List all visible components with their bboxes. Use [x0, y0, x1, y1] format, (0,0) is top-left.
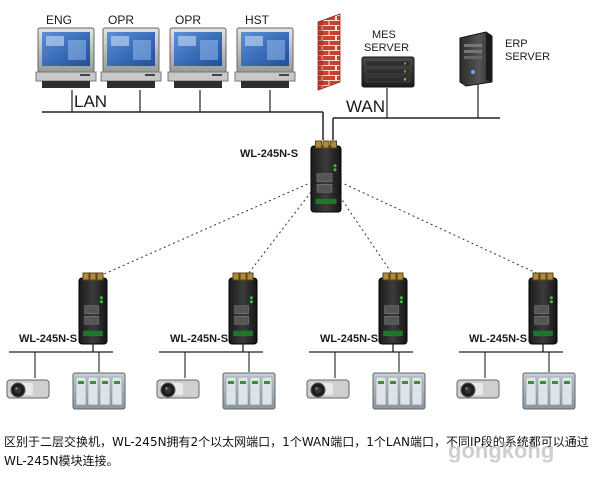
- remote-node-group: [6, 272, 576, 410]
- ip-camera-icon: [6, 379, 50, 399]
- computer-icon: [35, 27, 97, 88]
- din-rail-router-icon: [378, 272, 408, 345]
- remote-node-label-3: WL-245N-S: [320, 333, 379, 345]
- field-bus: [159, 344, 263, 378]
- field-bus: [9, 344, 113, 378]
- plc-module-icon: [522, 372, 576, 410]
- ip-camera-icon: [156, 379, 200, 399]
- workstation-label-eng: ENG: [46, 13, 73, 27]
- remote-node-label-4: WL-245N-S: [469, 333, 528, 345]
- workstation-label-hst: HST: [245, 13, 269, 27]
- lan-label: LAN: [74, 92, 108, 111]
- plc-module-icon: [222, 372, 276, 410]
- brick-firewall-icon: [317, 13, 341, 91]
- field-bus: [459, 344, 563, 378]
- ip-camera-icon: [306, 379, 350, 399]
- field-bus: [309, 344, 413, 378]
- wireless-links: [94, 181, 548, 279]
- remote-node-label-1: WL-245N-S: [19, 333, 78, 345]
- mes-server-label-1: MES: [372, 29, 396, 41]
- erp-server-label-1: ERP: [505, 38, 528, 50]
- din-rail-router-icon: [310, 140, 342, 213]
- workstation-group: [35, 27, 296, 88]
- din-rail-router-icon: [528, 272, 558, 345]
- computer-icon: [100, 27, 162, 88]
- lan-bus: [42, 90, 324, 140]
- din-rail-router-icon: [78, 272, 108, 345]
- caption-text: 区别于二层交换机，WL-245N拥有2个以太网端口，1个WAN端口，1个LAN端…: [4, 435, 589, 468]
- rack-server-icon: [361, 56, 415, 88]
- wan-label: WAN: [346, 97, 386, 116]
- din-rail-router-icon: [310, 140, 342, 213]
- erp-server-label-2: SERVER: [505, 51, 551, 63]
- mes-server-label-2: SERVER: [364, 42, 410, 54]
- computer-icon: [234, 27, 296, 88]
- computer-icon: [167, 27, 229, 88]
- wan-bus: [332, 84, 500, 140]
- central-router-label: WL-245N-S: [240, 148, 299, 160]
- workstation-label-opr-2: OPR: [175, 13, 202, 27]
- plc-module-icon: [72, 372, 126, 410]
- din-rail-router-icon: [228, 272, 258, 345]
- workstation-label-opr-1: OPR: [108, 13, 135, 27]
- tower-server-icon: [459, 31, 493, 87]
- ip-camera-icon: [456, 379, 500, 399]
- plc-module-icon: [372, 372, 426, 410]
- remote-node-label-2: WL-245N-S: [170, 333, 229, 345]
- watermark-logo: gongkong: [448, 438, 555, 463]
